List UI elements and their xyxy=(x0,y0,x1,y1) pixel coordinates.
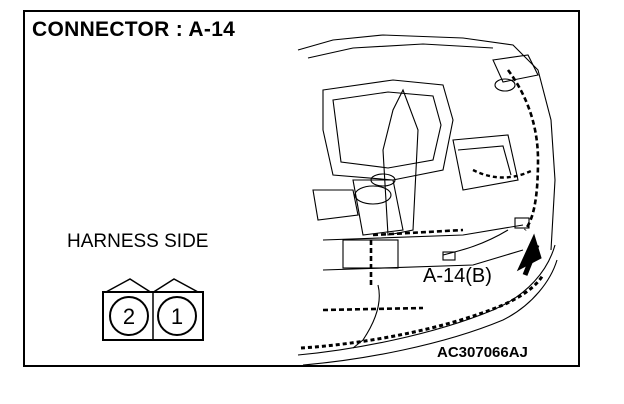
pin-2-circle xyxy=(109,296,149,336)
connector-title: CONNECTOR : A-14 xyxy=(32,18,236,41)
pin-1-circle xyxy=(157,296,197,336)
connector-face: 2 1 xyxy=(102,278,204,341)
pin-1-label: 1 xyxy=(171,304,183,329)
figure-code: AC307066AJ xyxy=(437,344,528,361)
engine-bay-illustration xyxy=(297,34,558,365)
harness-side-label: HARNESS SIDE xyxy=(67,231,209,252)
connector-callout-label: A-14(B) xyxy=(423,265,492,287)
pin-2-label: 2 xyxy=(123,304,135,329)
diagram-frame: CONNECTOR : A-14 HARNESS SIDE 2 1 xyxy=(23,10,580,367)
